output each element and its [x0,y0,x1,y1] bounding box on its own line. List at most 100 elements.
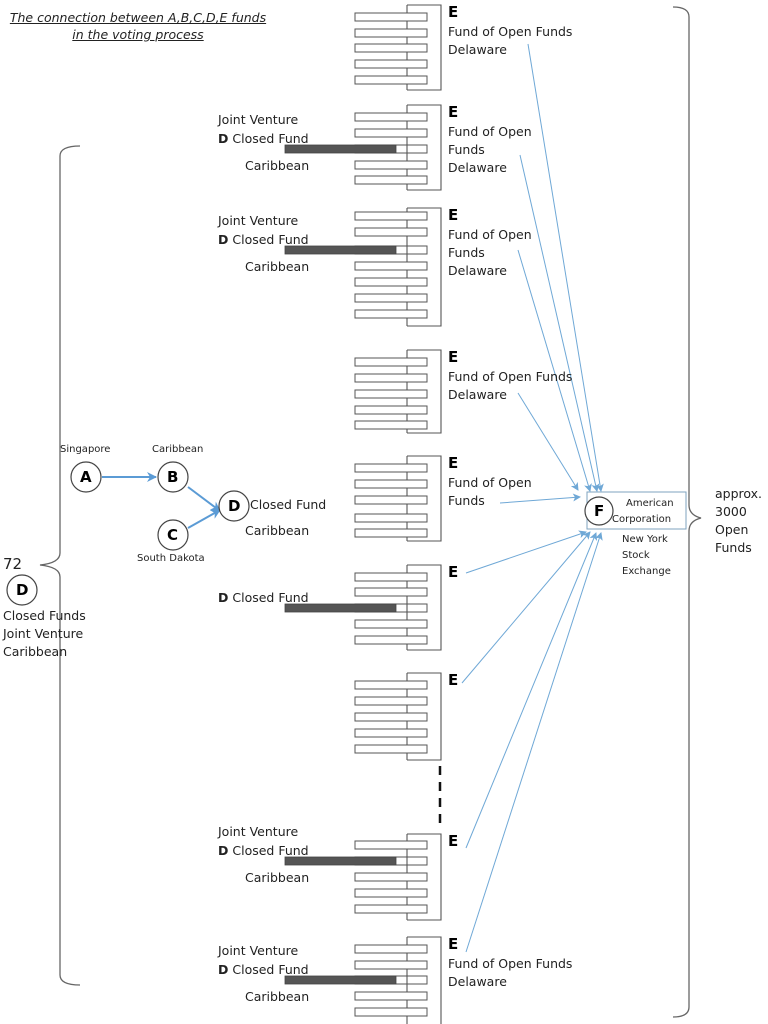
node-f-circle [584,496,614,526]
open-fund-bar [354,309,428,319]
stack-bracket [407,4,442,91]
vote-arrow [465,530,587,574]
stack-bracket [407,564,442,651]
stack-e-line: Fund of Open Funds [448,956,573,971]
stack-e-letter: E [448,206,459,224]
open-fund-bar [354,696,428,706]
fund-stack [284,104,442,191]
closed-fund-d-bar [284,603,397,613]
stack-d-type: Closed Fund [228,843,309,858]
open-fund-bar [354,587,428,597]
open-fund-bar [354,1007,428,1017]
stack-e-line: Fund of Open [448,475,532,490]
open-fund-bar [354,840,428,850]
open-fund-bar [354,728,428,738]
open-fund-bar [354,28,428,38]
open-fund-bar [354,277,428,287]
stack-e-letter: E [448,348,459,366]
open-fund-bar [354,744,428,754]
left-group-line-2: Joint Venture [3,626,84,641]
node-a-place: Singapore [60,444,111,455]
fund-stack [284,207,442,327]
arrow-c-to-d [187,509,221,529]
closed-fund-d-bar [284,245,397,255]
stack-d-type: Closed Fund [228,232,309,247]
stack-d-jv: Joint Venture [218,112,299,127]
stack-e-letter: E [448,3,459,21]
fund-stack [284,936,442,1024]
stack-bracket [407,349,442,434]
node-b-place: Caribbean [152,444,204,455]
open-fund-bar [354,463,428,473]
vote-arrow [461,531,591,684]
vote-arrow [517,392,579,491]
open-fund-bar [354,227,428,237]
vote-arrow [465,532,598,849]
open-fund-bar [354,991,428,1001]
node-b-circle [157,461,189,493]
closed-fund-d-bar [284,856,397,866]
open-fund-bar [354,528,428,538]
stack-e-letter: E [448,671,459,689]
stack-e-line: Delaware [448,263,507,278]
open-fund-bar [354,495,428,505]
open-fund-bar [354,357,428,367]
node-d-left-circle [6,574,38,606]
vote-arrow [465,532,603,953]
stack-e-line: Funds [448,493,485,508]
open-fund-bar [354,635,428,645]
stack-d-type: Closed Fund [228,590,309,605]
fund-stack [284,833,442,921]
fund-stacks [284,4,442,1024]
stack-e-letter: E [448,832,459,850]
open-fund-bar [354,389,428,399]
vote-arrow [499,493,581,504]
stack-bracket [407,104,442,191]
fund-stack [354,672,442,761]
open-fund-bar [354,872,428,882]
open-fund-bar [354,293,428,303]
right-group-line-1: approx. [715,486,763,501]
vote-arrow [527,43,604,492]
open-fund-bar [354,211,428,221]
vote-arrow [517,249,592,492]
stack-d-place: Caribbean [245,259,310,274]
node-c-circle [157,519,189,551]
node-d-letter: D [228,497,241,515]
open-fund-bar [354,572,428,582]
stack-d-jv: Joint Venture [218,213,299,228]
open-fund-bar [354,960,428,970]
title-line-2: in the voting process [72,27,204,42]
node-d-type: Closed Fund [250,497,327,512]
fund-stack [354,455,442,542]
stack-d-letter: D [218,962,229,977]
open-fund-bar [354,373,428,383]
stack-d-letter: D [218,843,229,858]
node-d-place: Caribbean [245,523,310,538]
closed-fund-d-bar [284,144,397,154]
node-c-place: South Dakota [137,553,205,564]
stack-d-letter: D [218,590,229,605]
stack-d-type-row: D Closed Fund [218,842,309,860]
open-fund-bar [354,160,428,170]
target-exchange-line-1: New York [622,534,668,545]
stack-e-letter: E [448,454,459,472]
stack-d-jv: Joint Venture [218,824,299,839]
open-fund-bar [354,43,428,53]
right-group-line-4: Funds [715,540,752,555]
right-brace [672,6,702,1018]
stack-d-place: Caribbean [245,989,310,1004]
open-fund-bar [354,128,428,138]
stack-e-line: Fund of Open [448,124,532,139]
stack-e-letter: E [448,935,459,953]
open-fund-bar [354,75,428,85]
diagram-title: The connection between A,B,C,D,E funds i… [3,9,273,43]
stack-e-letter: E [448,103,459,121]
node-b-letter: B [167,468,179,486]
fund-stack [354,349,442,434]
stack-e-line: Fund of Open Funds [448,24,573,39]
stack-bracket [407,936,442,1024]
target-f-letter: F [594,502,605,520]
stack-d-letter: D [218,131,229,146]
